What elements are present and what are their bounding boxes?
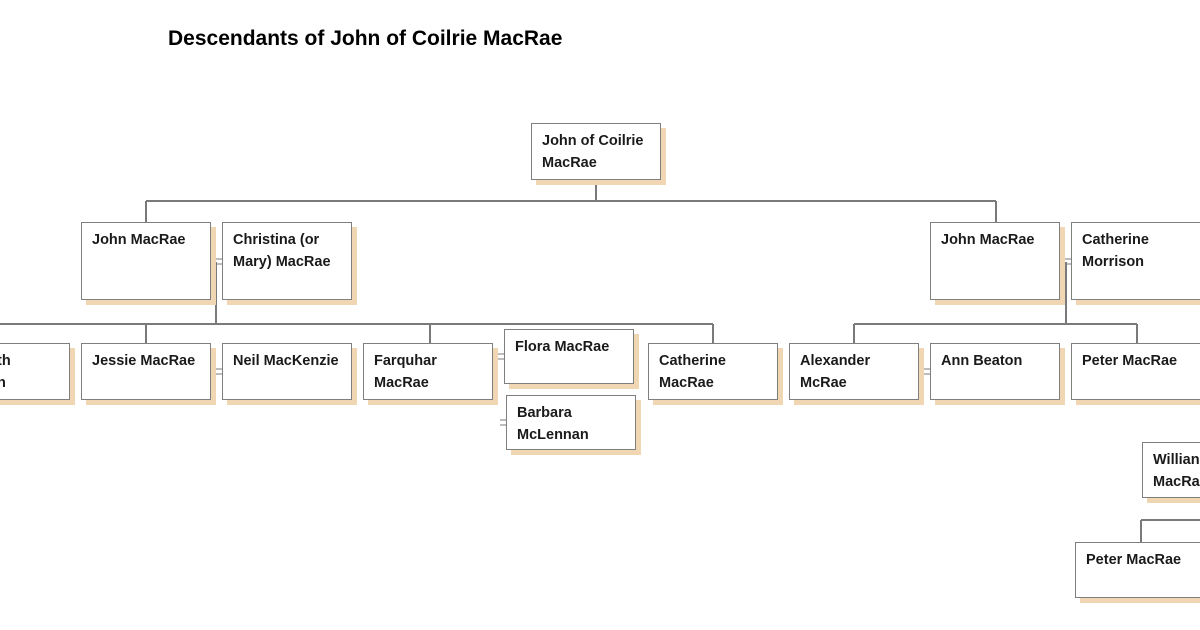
person-box-spouse-flora: Flora MacRae xyxy=(504,329,634,384)
person-box-grandchild-peter: Peter MacRae xyxy=(1071,343,1200,400)
person-box-wife-catherine-morrison: Catherine Morrison xyxy=(1071,222,1200,300)
person-box-great-grandchild-william: Willian MacRa xyxy=(1142,442,1200,498)
person-box-grandchild-farquhar: Farquhar MacRae xyxy=(363,343,493,400)
person-box-spouse-neil: Neil MacKenzie xyxy=(222,343,352,400)
person-box-root: John of Coilrie MacRae xyxy=(531,123,661,180)
person-box-wife-christina: Christina (or Mary) MacRae xyxy=(222,222,352,300)
marriage-marker-neil xyxy=(213,368,222,375)
marriage-marker-catherine-morrison xyxy=(1063,258,1072,265)
person-box-spouse-ann: Ann Beaton xyxy=(930,343,1060,400)
person-box-spouse-barbara: Barbara McLennan xyxy=(506,395,636,450)
person-box-grandchild-alexander: Alexander McRae xyxy=(789,343,919,400)
person-box-son-john-right: John MacRae xyxy=(930,222,1060,300)
person-box-grandchild-cut-left: th n xyxy=(0,343,70,400)
marriage-marker-barbara xyxy=(500,419,507,426)
marriage-marker-christina xyxy=(213,258,222,265)
marriage-marker-ann xyxy=(922,368,931,375)
person-box-great-great-grandchild-peter: Peter MacRae xyxy=(1075,542,1200,598)
diagram-title: Descendants of John of Coilrie MacRae xyxy=(168,27,563,50)
person-box-son-john-left: John MacRae xyxy=(81,222,211,300)
person-box-grandchild-jessie: Jessie MacRae xyxy=(81,343,211,400)
marriage-marker-flora xyxy=(496,353,505,360)
person-box-grandchild-catherine: Catherine MacRae xyxy=(648,343,778,400)
